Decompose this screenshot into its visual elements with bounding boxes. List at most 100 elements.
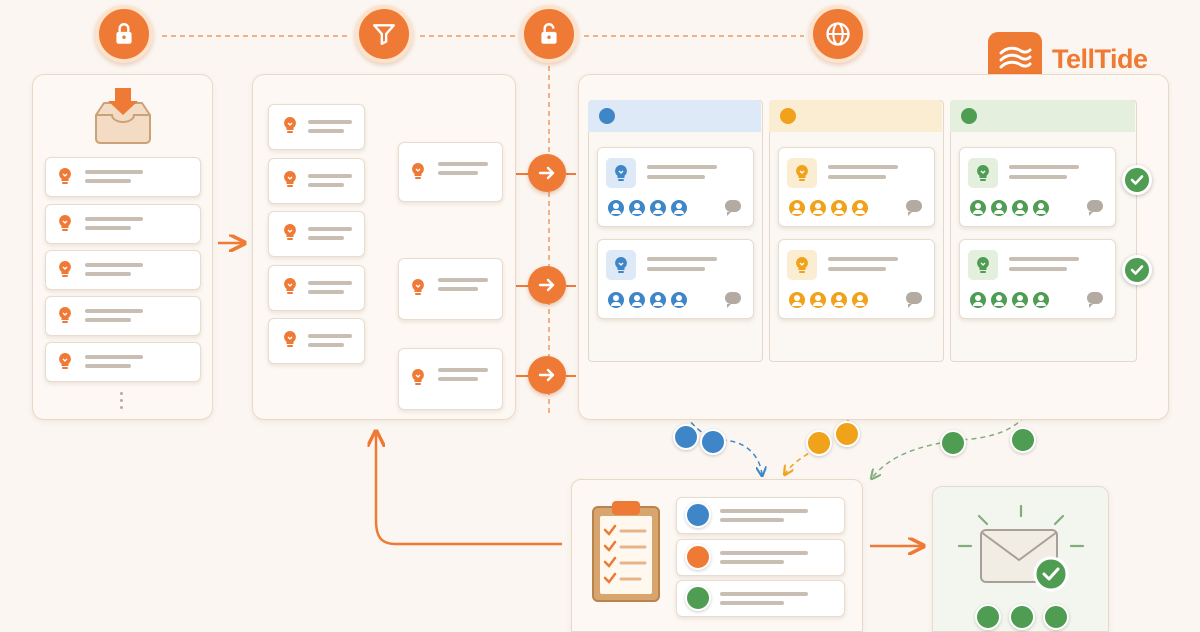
lightbulb-icon (968, 250, 998, 280)
forward-arrow-button[interactable] (528, 266, 566, 304)
text-placeholder (828, 267, 886, 271)
lightbulb-icon (787, 158, 817, 188)
lightbulb-icon (410, 278, 426, 296)
voter-avatar (650, 292, 666, 308)
column-header (769, 100, 942, 132)
user-avatar (1009, 604, 1035, 630)
text-placeholder (438, 171, 478, 175)
text-placeholder (438, 287, 478, 291)
feedback-item[interactable] (45, 342, 201, 382)
user-avatar (700, 429, 726, 455)
filter-icon (373, 24, 395, 45)
voter-avatar (608, 292, 624, 308)
text-placeholder (85, 179, 131, 183)
comment-icon[interactable] (906, 292, 922, 308)
text-placeholder (828, 257, 898, 261)
feedback-item[interactable] (45, 157, 201, 197)
voter-avatar (991, 200, 1007, 216)
voter-avatar (671, 200, 687, 216)
text-placeholder (720, 592, 808, 596)
text-placeholder (85, 355, 143, 359)
text-placeholder (308, 290, 344, 294)
stage-globe (809, 5, 867, 63)
column-header (588, 100, 761, 132)
lightbulb-icon (282, 330, 298, 348)
clipboard-icon (592, 501, 660, 602)
voter-avatar (629, 292, 645, 308)
text-placeholder (308, 120, 352, 124)
idea-card[interactable] (268, 211, 365, 257)
voter-avatar (970, 292, 986, 308)
text-placeholder (647, 165, 717, 169)
feedback-arrow (376, 433, 562, 546)
comment-icon[interactable] (1087, 292, 1103, 308)
idea-card[interactable] (268, 158, 365, 204)
text-placeholder (308, 183, 344, 187)
comment-icon[interactable] (906, 200, 922, 216)
voter-avatar (852, 200, 868, 216)
comment-icon[interactable] (725, 200, 741, 216)
column-status-dot (780, 108, 796, 124)
lightbulb-icon (282, 223, 298, 241)
voter-avatar (1033, 292, 1049, 308)
arrow-right-icon (538, 368, 555, 382)
forward-arrow-button[interactable] (528, 356, 566, 394)
lightbulb-icon (57, 214, 73, 232)
text-placeholder (720, 601, 784, 605)
text-placeholder (85, 309, 143, 313)
idea-card[interactable] (268, 265, 365, 311)
stage-unlock (520, 5, 578, 63)
text-placeholder (308, 281, 352, 285)
board-column (588, 100, 763, 362)
text-placeholder (1009, 257, 1079, 261)
text-placeholder (720, 551, 808, 555)
lightbulb-icon (282, 277, 298, 295)
text-placeholder (308, 129, 344, 133)
board-column (950, 100, 1137, 362)
text-placeholder (85, 364, 131, 368)
voter-avatar (1012, 200, 1028, 216)
text-placeholder (828, 175, 886, 179)
feedback-item[interactable] (45, 296, 201, 336)
voter-avatar (1033, 200, 1049, 216)
text-placeholder (1009, 267, 1067, 271)
text-placeholder (85, 217, 143, 221)
lock-icon (116, 23, 132, 44)
voter-avatar (608, 200, 624, 216)
feedback-item[interactable] (45, 250, 201, 290)
voter-avatar (970, 200, 986, 216)
comment-icon[interactable] (1087, 200, 1103, 216)
feedback-item[interactable] (45, 204, 201, 244)
text-placeholder (438, 162, 488, 166)
text-placeholder (308, 343, 344, 347)
globe-icon (826, 22, 850, 46)
forward-arrow-button[interactable] (528, 154, 566, 192)
text-placeholder (438, 278, 488, 282)
lightbulb-icon (57, 167, 73, 185)
more-dots (120, 392, 123, 409)
text-placeholder (438, 368, 488, 372)
check-icon (1122, 165, 1152, 195)
column-status-dot (599, 108, 615, 124)
idea-card[interactable] (268, 104, 365, 150)
voter-avatar (852, 292, 868, 308)
user-avatar (975, 604, 1001, 630)
text-placeholder (308, 174, 352, 178)
unlock-icon (541, 23, 557, 44)
text-placeholder (85, 272, 131, 276)
mail-sent-icon (957, 504, 1085, 592)
idea-card[interactable] (268, 318, 365, 364)
stage-filter (355, 5, 413, 63)
voter-avatar (650, 200, 666, 216)
comment-icon[interactable] (725, 292, 741, 308)
arrow-right-icon (538, 166, 555, 180)
board-column (769, 100, 944, 362)
text-placeholder (438, 377, 478, 381)
user-avatar (940, 430, 966, 456)
voter-avatar (991, 292, 1007, 308)
lightbulb-icon (282, 170, 298, 188)
text-placeholder (647, 175, 705, 179)
user-avatar (1043, 604, 1069, 630)
lightbulb-icon (410, 162, 426, 180)
lightbulb-icon (606, 158, 636, 188)
